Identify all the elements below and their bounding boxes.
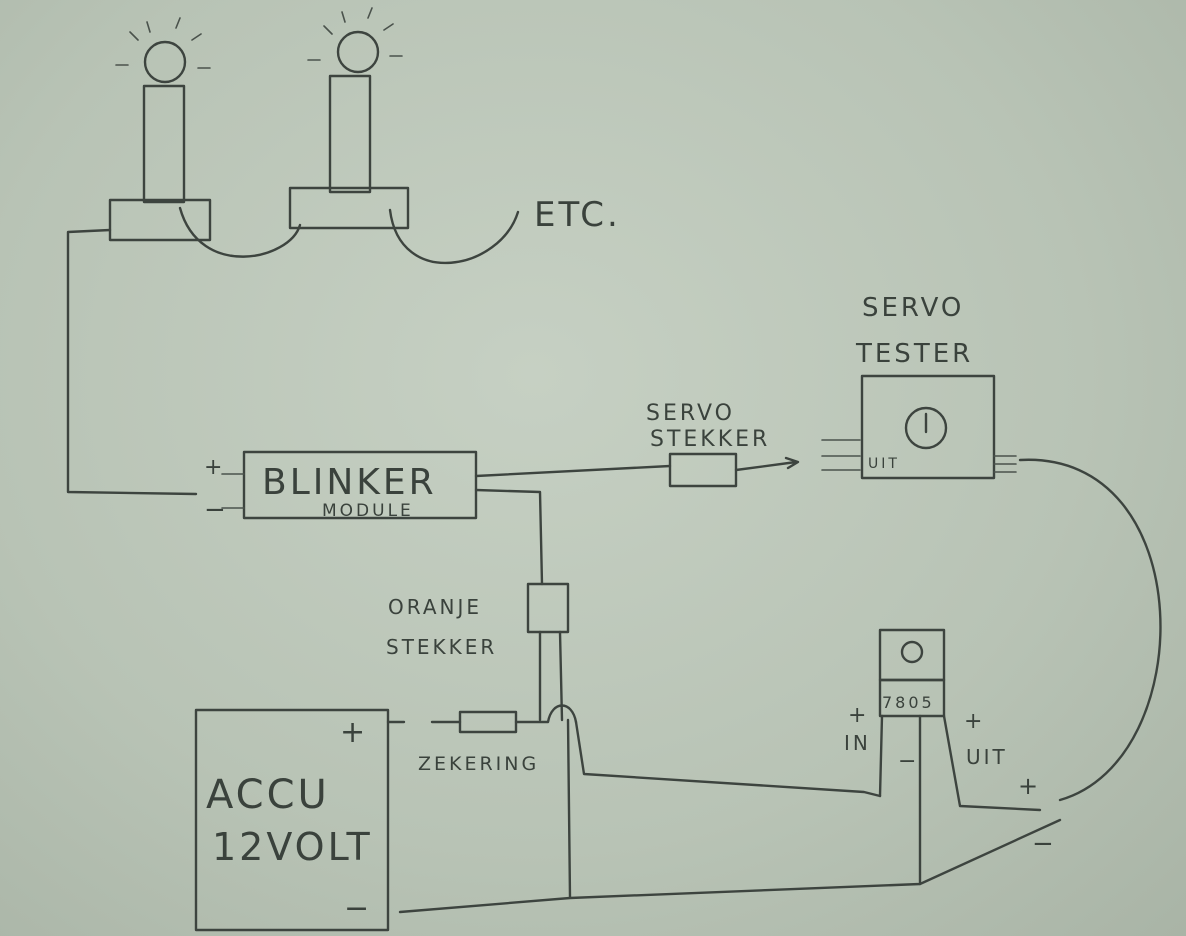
lamp-post-2 xyxy=(288,7,410,230)
uit-plus: + xyxy=(964,709,985,734)
regulator-minus: − xyxy=(898,749,919,774)
lamp-post-1 xyxy=(108,17,212,242)
accu-battery-box xyxy=(194,708,390,932)
servo-stekker-label-2: STEKKER xyxy=(650,427,770,452)
tester-uit-label: UIT xyxy=(868,456,900,472)
blinker-module-box xyxy=(242,450,478,520)
output-minus: − xyxy=(1032,829,1057,859)
uit-label: UIT xyxy=(966,745,1008,769)
accu-volt-label: 12VOLT xyxy=(212,825,373,869)
oranje-label-2: STEKKER xyxy=(386,635,497,659)
in-plus: + xyxy=(848,703,869,728)
regulator-7805-body xyxy=(878,678,946,718)
module-label: MODULE xyxy=(322,501,414,521)
etc-label: ETC. xyxy=(534,195,621,235)
zekering-label: ZEKERING xyxy=(418,753,539,775)
servo-stekker-label-1: SERVO xyxy=(646,401,735,426)
wire-blinker-to-servo xyxy=(474,464,672,478)
blinker-plus: + xyxy=(204,455,225,480)
blinker-label: BLINKER xyxy=(262,462,437,503)
servo-tester-label-2: TESTER xyxy=(855,339,973,369)
blinker-minus: − xyxy=(204,495,229,525)
servo-tester-label-1: SERVO xyxy=(862,293,964,323)
oranje-stekker-box xyxy=(526,582,570,634)
accu-plus: + xyxy=(340,715,368,750)
accu-label: ACCU xyxy=(206,772,330,818)
accu-minus: − xyxy=(344,891,372,926)
lamp-chain-wire xyxy=(178,206,520,264)
wire-tester-to-regulator xyxy=(1018,458,1162,802)
in-label: IN xyxy=(844,731,871,755)
servo-tester-box xyxy=(860,374,996,480)
regulator-label: 7805 xyxy=(882,693,935,712)
oranje-label-1: ORANJE xyxy=(388,595,482,619)
wire-lamps-to-blinker xyxy=(66,228,198,496)
output-plus: + xyxy=(1018,772,1041,800)
